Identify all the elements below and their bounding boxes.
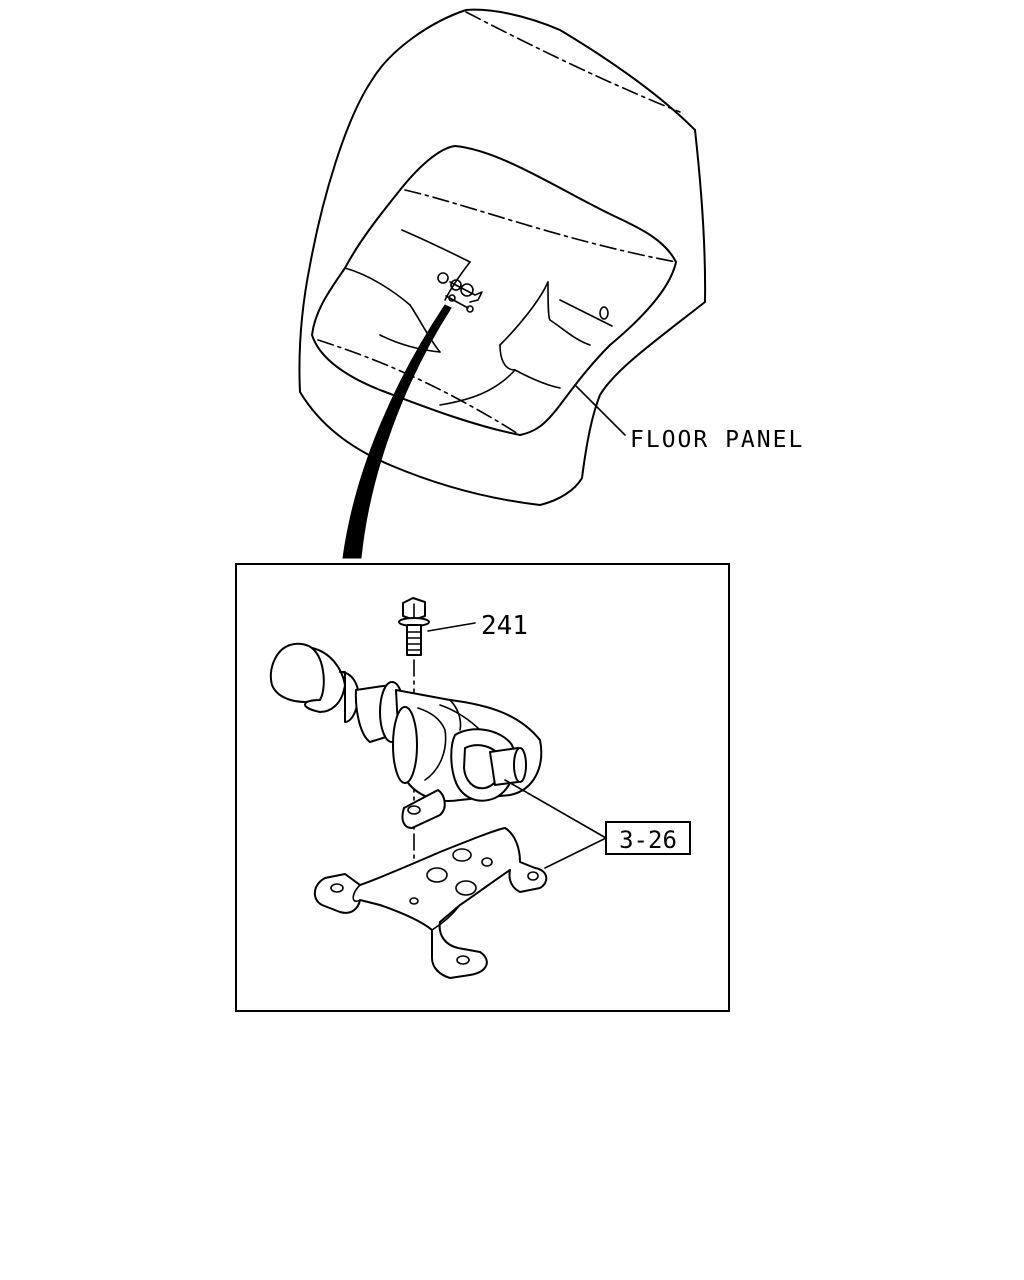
reference-leader-top: [504, 779, 607, 839]
bolt-icon: [398, 597, 430, 656]
floor-panel-label: FLOOR PANEL: [630, 427, 804, 453]
part-number-label: 241: [481, 611, 528, 641]
bolt-leader: [427, 622, 476, 632]
reference-leader-bottom: [544, 837, 607, 869]
detail-connector: [342, 304, 452, 559]
mounting-bracket-icon: [313, 827, 548, 979]
floor-panel-drawing: [298, 8, 707, 506]
detail-frame: [235, 563, 730, 1012]
reference-label: 3-26: [619, 826, 677, 854]
reference-box: [605, 821, 691, 855]
sensor-assembly-icon: [270, 642, 543, 829]
bracket-small-icon: [437, 272, 483, 313]
